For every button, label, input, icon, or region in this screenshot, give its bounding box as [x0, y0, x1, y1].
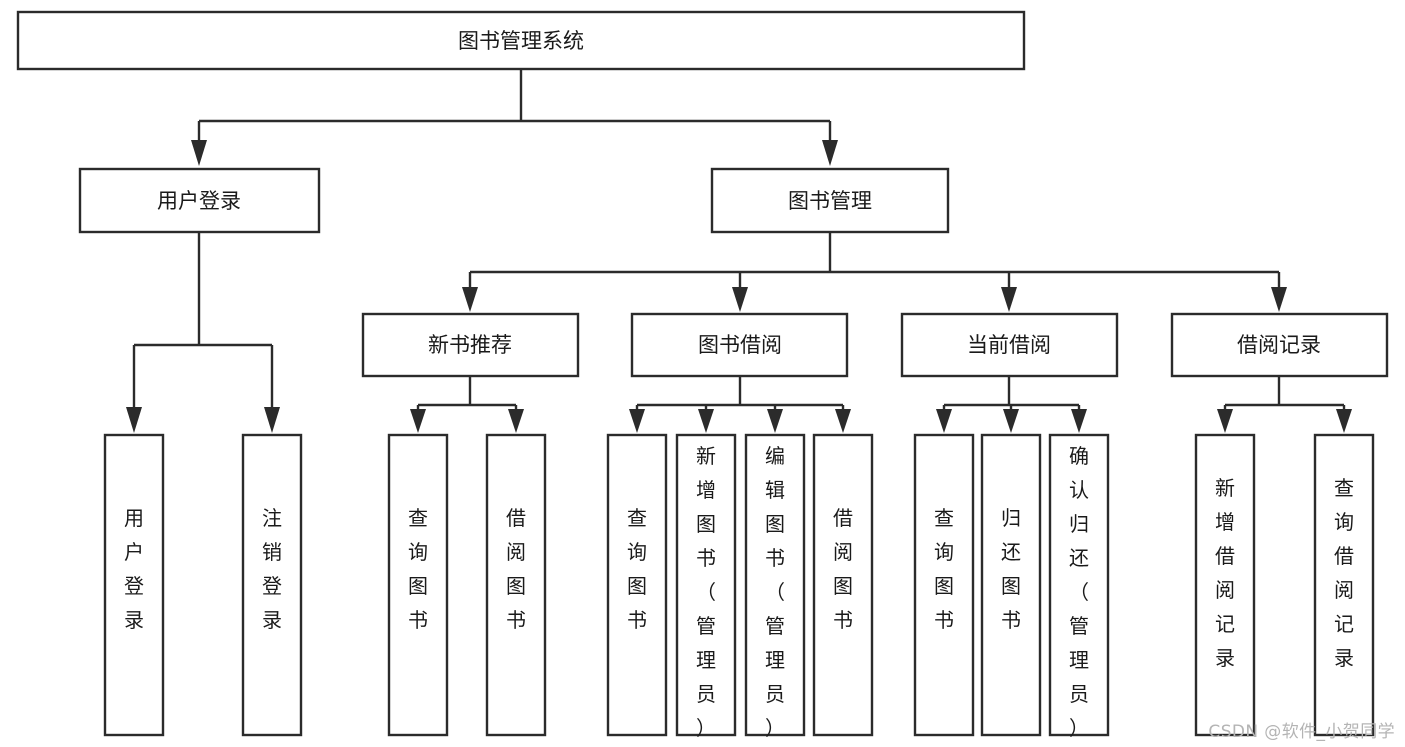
node-leaf-edit-book[interactable]: 编辑图书（管理员）	[744, 433, 806, 740]
node-book-manage-box[interactable]	[710, 167, 950, 234]
node-new-book-rec-label: 新书推荐	[428, 333, 512, 357]
node-book-manage-label: 图书管理	[788, 189, 872, 213]
node-leaf-query-book-1-box[interactable]	[387, 433, 449, 737]
node-book-borrow-box[interactable]	[630, 312, 849, 378]
node-new-book-rec-box[interactable]	[361, 312, 580, 378]
arrow-to-leaf-query-book-1	[410, 409, 426, 433]
arrow-to-book-manage	[822, 140, 838, 166]
node-user-login[interactable]: 用户登录	[78, 167, 321, 234]
node-leaf-add-record-label: 新增借阅记录	[1215, 476, 1235, 670]
node-leaf-query-record-label: 查询借阅记录	[1334, 476, 1354, 670]
node-borrow-record-box[interactable]	[1170, 312, 1389, 378]
arrow-to-leaf-borrow-book-1	[508, 409, 524, 433]
arrow-to-current-borrow	[1001, 287, 1017, 312]
node-leaf-user-logout-box[interactable]	[241, 433, 303, 737]
node-leaf-return-book-label: 归还图书	[1001, 506, 1021, 632]
node-book-manage[interactable]: 图书管理	[710, 167, 950, 234]
arrow-to-user-login	[191, 140, 207, 166]
node-leaf-borrow-book-2[interactable]: 借阅图书	[812, 433, 874, 737]
node-current-borrow-box[interactable]	[900, 312, 1119, 378]
node-leaf-query-book-1-label: 查询图书	[408, 506, 428, 632]
node-leaf-confirm-return-label: 确认归还（管理员）	[1069, 444, 1089, 740]
node-leaf-query-book-2-label: 查询图书	[627, 506, 647, 632]
edge-layer	[126, 69, 1352, 433]
node-system-label: 图书管理系统	[458, 29, 584, 53]
node-leaf-query-book-3[interactable]: 查询图书	[913, 433, 975, 737]
node-leaf-user-logout[interactable]: 注销登录	[241, 433, 303, 737]
arrow-to-borrow-record	[1271, 287, 1287, 312]
arrow-to-new-book-rec	[462, 287, 478, 312]
arrow-to-leaf-edit-book	[767, 409, 783, 433]
node-leaf-add-record[interactable]: 新增借阅记录	[1194, 433, 1256, 737]
node-leaf-user-login-box[interactable]	[103, 433, 165, 737]
arrow-to-leaf-return-book	[1003, 409, 1019, 433]
node-user-login-box[interactable]	[78, 167, 321, 234]
node-leaf-confirm-return-box[interactable]	[1048, 433, 1110, 737]
arrow-to-leaf-query-book-2	[629, 409, 645, 433]
node-leaf-add-book-label: 新增图书（管理员）	[696, 444, 716, 740]
node-current-borrow[interactable]: 当前借阅	[900, 312, 1119, 378]
arrow-to-leaf-add-record	[1217, 409, 1233, 433]
arrow-to-leaf-user-logout	[264, 407, 280, 433]
node-leaf-return-book[interactable]: 归还图书	[980, 433, 1042, 737]
node-leaf-query-book-1[interactable]: 查询图书	[387, 433, 449, 737]
node-leaf-confirm-return[interactable]: 确认归还（管理员）	[1048, 433, 1110, 740]
node-leaf-borrow-book-2-label: 借阅图书	[833, 506, 853, 632]
node-system-box[interactable]	[16, 10, 1026, 71]
node-leaf-add-book-box[interactable]	[675, 433, 737, 737]
node-leaf-borrow-book-1-label: 借阅图书	[506, 506, 526, 632]
node-leaf-add-record-box[interactable]	[1194, 433, 1256, 737]
arrow-to-leaf-query-book-3	[936, 409, 952, 433]
arrow-to-leaf-query-record	[1336, 409, 1352, 433]
arrow-to-book-borrow	[732, 287, 748, 312]
node-leaf-edit-book-label: 编辑图书（管理员）	[765, 444, 785, 740]
node-borrow-record[interactable]: 借阅记录	[1170, 312, 1389, 378]
node-leaf-query-record-box[interactable]	[1313, 433, 1375, 737]
node-leaf-user-login[interactable]: 用户登录	[103, 433, 165, 737]
node-borrow-record-label: 借阅记录	[1237, 333, 1321, 357]
node-system[interactable]: 图书管理系统	[16, 10, 1026, 71]
node-leaf-query-book-2-box[interactable]	[606, 433, 668, 737]
node-book-borrow-label: 图书借阅	[698, 333, 782, 357]
node-leaf-add-book[interactable]: 新增图书（管理员）	[675, 433, 737, 740]
node-leaf-query-book-2[interactable]: 查询图书	[606, 433, 668, 737]
node-leaf-query-record[interactable]: 查询借阅记录	[1313, 433, 1375, 737]
arrow-to-leaf-borrow-book-2	[835, 409, 851, 433]
arrow-to-leaf-confirm-return	[1071, 409, 1087, 433]
node-user-login-label: 用户登录	[157, 189, 241, 213]
arrow-to-leaf-user-login	[126, 407, 142, 433]
node-leaf-user-login-label: 用户登录	[124, 506, 144, 632]
node-leaf-borrow-book-1[interactable]: 借阅图书	[485, 433, 547, 737]
node-leaf-query-book-3-label: 查询图书	[934, 506, 954, 632]
node-leaf-return-book-box[interactable]	[980, 433, 1042, 737]
node-new-book-rec[interactable]: 新书推荐	[361, 312, 580, 378]
node-leaf-borrow-book-2-box[interactable]	[812, 433, 874, 737]
node-leaf-edit-book-box[interactable]	[744, 433, 806, 737]
node-book-borrow[interactable]: 图书借阅	[630, 312, 849, 378]
node-leaf-user-logout-label: 注销登录	[262, 506, 282, 632]
node-leaf-query-book-3-box[interactable]	[913, 433, 975, 737]
arrow-to-leaf-add-book	[698, 409, 714, 433]
node-leaf-borrow-book-1-box[interactable]	[485, 433, 547, 737]
node-current-borrow-label: 当前借阅	[967, 333, 1051, 357]
